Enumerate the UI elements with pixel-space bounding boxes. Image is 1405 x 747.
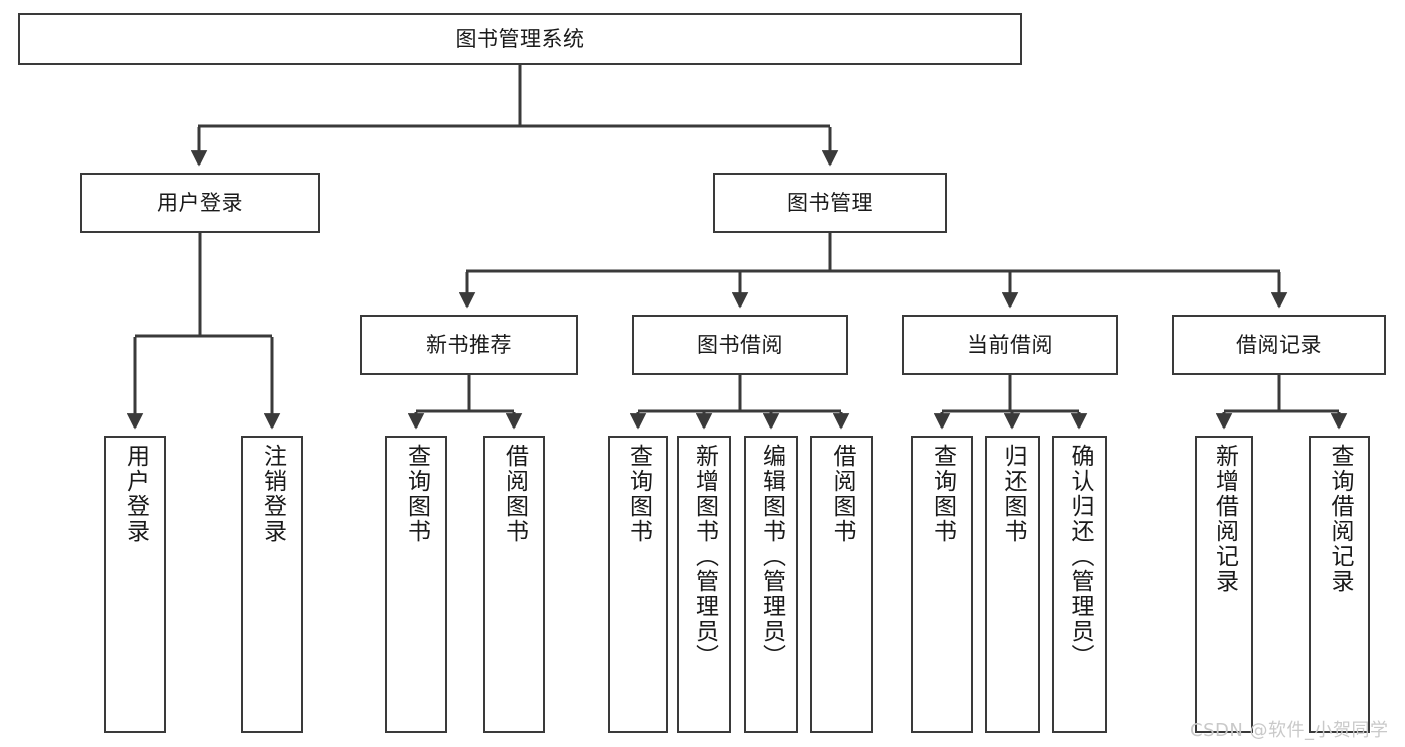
node-root-label: 图书管理系统 xyxy=(455,26,585,51)
node-book-manage[interactable]: 图书管理 xyxy=(713,173,947,233)
node-leaf-logout[interactable]: 注销登录 xyxy=(241,436,303,733)
node-leaf-borrow-book-rec[interactable]: 借阅图书 xyxy=(483,436,545,733)
node-leaf-add-book-admin[interactable]: 新增图书（管理员） xyxy=(677,436,731,733)
node-leaf-query-book-rec[interactable]: 查询图书 xyxy=(385,436,447,733)
node-leaf-borrow-book[interactable]: 借阅图书 xyxy=(810,436,873,733)
node-leaf-user-login[interactable]: 用户登录 xyxy=(104,436,166,733)
node-book-borrow-label: 图书借阅 xyxy=(697,332,783,357)
node-leaf-edit-book-admin[interactable]: 编辑图书（管理员） xyxy=(744,436,798,733)
node-leaf-user-login-label: 用户登录 xyxy=(122,444,149,544)
node-root[interactable]: 图书管理系统 xyxy=(18,13,1022,65)
node-user-login[interactable]: 用户登录 xyxy=(80,173,320,233)
node-leaf-return-book-label: 归还图书 xyxy=(1000,444,1026,544)
node-leaf-confirm-return-admin[interactable]: 确认归还（管理员） xyxy=(1052,436,1107,733)
node-book-manage-label: 图书管理 xyxy=(787,190,873,215)
node-book-borrow[interactable]: 图书借阅 xyxy=(632,315,848,375)
node-current-borrow[interactable]: 当前借阅 xyxy=(902,315,1118,375)
node-leaf-borrow-book-label: 借阅图书 xyxy=(829,444,855,544)
node-leaf-query-book-rec-label: 查询图书 xyxy=(403,444,430,544)
node-leaf-logout-label: 注销登录 xyxy=(259,444,286,544)
node-leaf-query-book-borrow[interactable]: 查询图书 xyxy=(608,436,668,733)
node-current-borrow-label: 当前借阅 xyxy=(967,332,1053,357)
node-borrow-records[interactable]: 借阅记录 xyxy=(1172,315,1386,375)
node-new-book-recommend-label: 新书推荐 xyxy=(426,332,512,357)
node-leaf-add-book-admin-label: 新增图书（管理员） xyxy=(691,444,718,669)
node-leaf-add-borrow-record[interactable]: 新增借阅记录 xyxy=(1195,436,1253,733)
node-leaf-edit-book-admin-label: 编辑图书（管理员） xyxy=(758,444,785,669)
node-leaf-add-borrow-record-label: 新增借阅记录 xyxy=(1211,444,1238,594)
node-leaf-query-borrow-record-label: 查询借阅记录 xyxy=(1327,444,1353,594)
node-leaf-query-book-borrow-label: 查询图书 xyxy=(625,444,652,544)
node-leaf-return-book[interactable]: 归还图书 xyxy=(985,436,1040,733)
node-leaf-query-book-current[interactable]: 查询图书 xyxy=(911,436,973,733)
node-leaf-borrow-book-rec-label: 借阅图书 xyxy=(501,444,528,544)
node-leaf-query-book-current-label: 查询图书 xyxy=(929,444,956,544)
node-borrow-records-label: 借阅记录 xyxy=(1236,332,1322,357)
node-leaf-query-borrow-record[interactable]: 查询借阅记录 xyxy=(1309,436,1370,733)
node-leaf-confirm-return-admin-label: 确认归还（管理员） xyxy=(1067,444,1093,669)
node-new-book-recommend[interactable]: 新书推荐 xyxy=(360,315,578,375)
node-user-login-label: 用户登录 xyxy=(157,190,243,215)
